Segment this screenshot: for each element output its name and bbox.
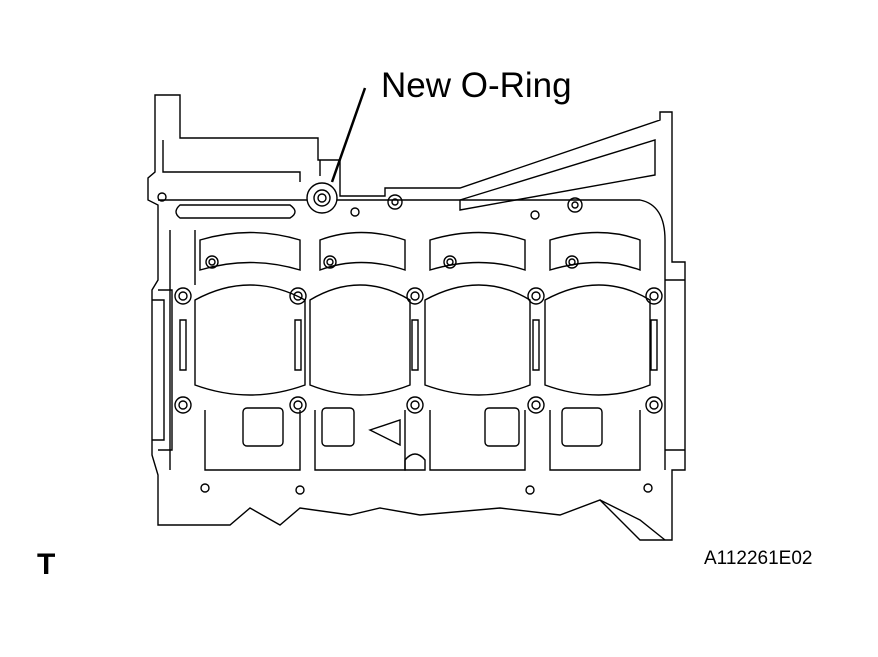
top-slot: [175, 204, 296, 219]
upper-frame: [162, 140, 321, 182]
block-outline: [147, 94, 686, 541]
web-slots: [179, 319, 658, 371]
left-flange: [152, 299, 165, 441]
bolt-holes: [157, 192, 663, 495]
cylinder-bores: [194, 284, 651, 396]
slanted-rib: [459, 139, 656, 211]
lower-pockets: [242, 407, 603, 471]
callout-label: New O-Ring: [381, 66, 572, 105]
deck-rail: [158, 199, 666, 470]
o-ring-marker: [306, 182, 338, 214]
right-flange: [599, 279, 685, 541]
left-frame: [158, 230, 196, 470]
callout-leader: [330, 87, 367, 183]
corner-mark: T: [37, 548, 56, 581]
figure-id: A112261E02: [704, 548, 813, 569]
water-jackets: [199, 231, 641, 471]
